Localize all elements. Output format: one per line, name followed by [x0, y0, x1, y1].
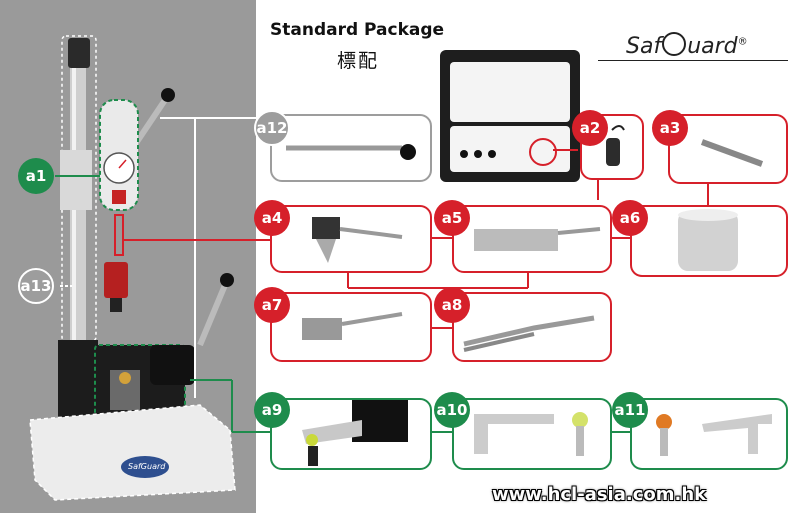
logo-g-mark — [662, 32, 687, 56]
box-a11 — [630, 398, 788, 470]
badge-a5: a5 — [434, 200, 470, 236]
badge-a13: a13 — [18, 268, 54, 304]
badge-a11: a11 — [612, 392, 648, 428]
box-a6 — [630, 205, 788, 277]
box-a8 — [452, 292, 612, 362]
website-url: www.hcl-asia.com.hk — [492, 484, 707, 505]
page-title: Standard Package — [270, 20, 445, 40]
badge-a12: a12 — [254, 110, 290, 146]
badge-a7: a7 — [254, 287, 290, 323]
page-subtitle: 標配 — [337, 50, 380, 72]
product-photo-panel: SafGuard — [0, 0, 256, 513]
box-a4 — [270, 205, 432, 273]
badge-a1: a1 — [18, 158, 54, 194]
box-a10 — [452, 398, 612, 470]
badge-a2: a2 — [572, 110, 608, 146]
badge-a3: a3 — [652, 110, 688, 146]
box-a12 — [270, 114, 432, 182]
badge-a6: a6 — [612, 200, 648, 236]
box-a5 — [452, 205, 612, 273]
base-brand-label: SafGuard — [128, 462, 166, 471]
box-a7 — [270, 292, 432, 362]
case-highlight — [529, 138, 557, 166]
box-a3 — [668, 114, 788, 184]
badge-a10: a10 — [434, 392, 470, 428]
logo-underline — [598, 60, 788, 61]
badge-a8: a8 — [434, 287, 470, 323]
box-a9 — [270, 388, 432, 470]
badge-a9: a9 — [254, 392, 290, 428]
test-stand-illustration — [29, 35, 236, 501]
carrying-case-image — [440, 50, 580, 182]
badge-a4: a4 — [254, 200, 290, 236]
